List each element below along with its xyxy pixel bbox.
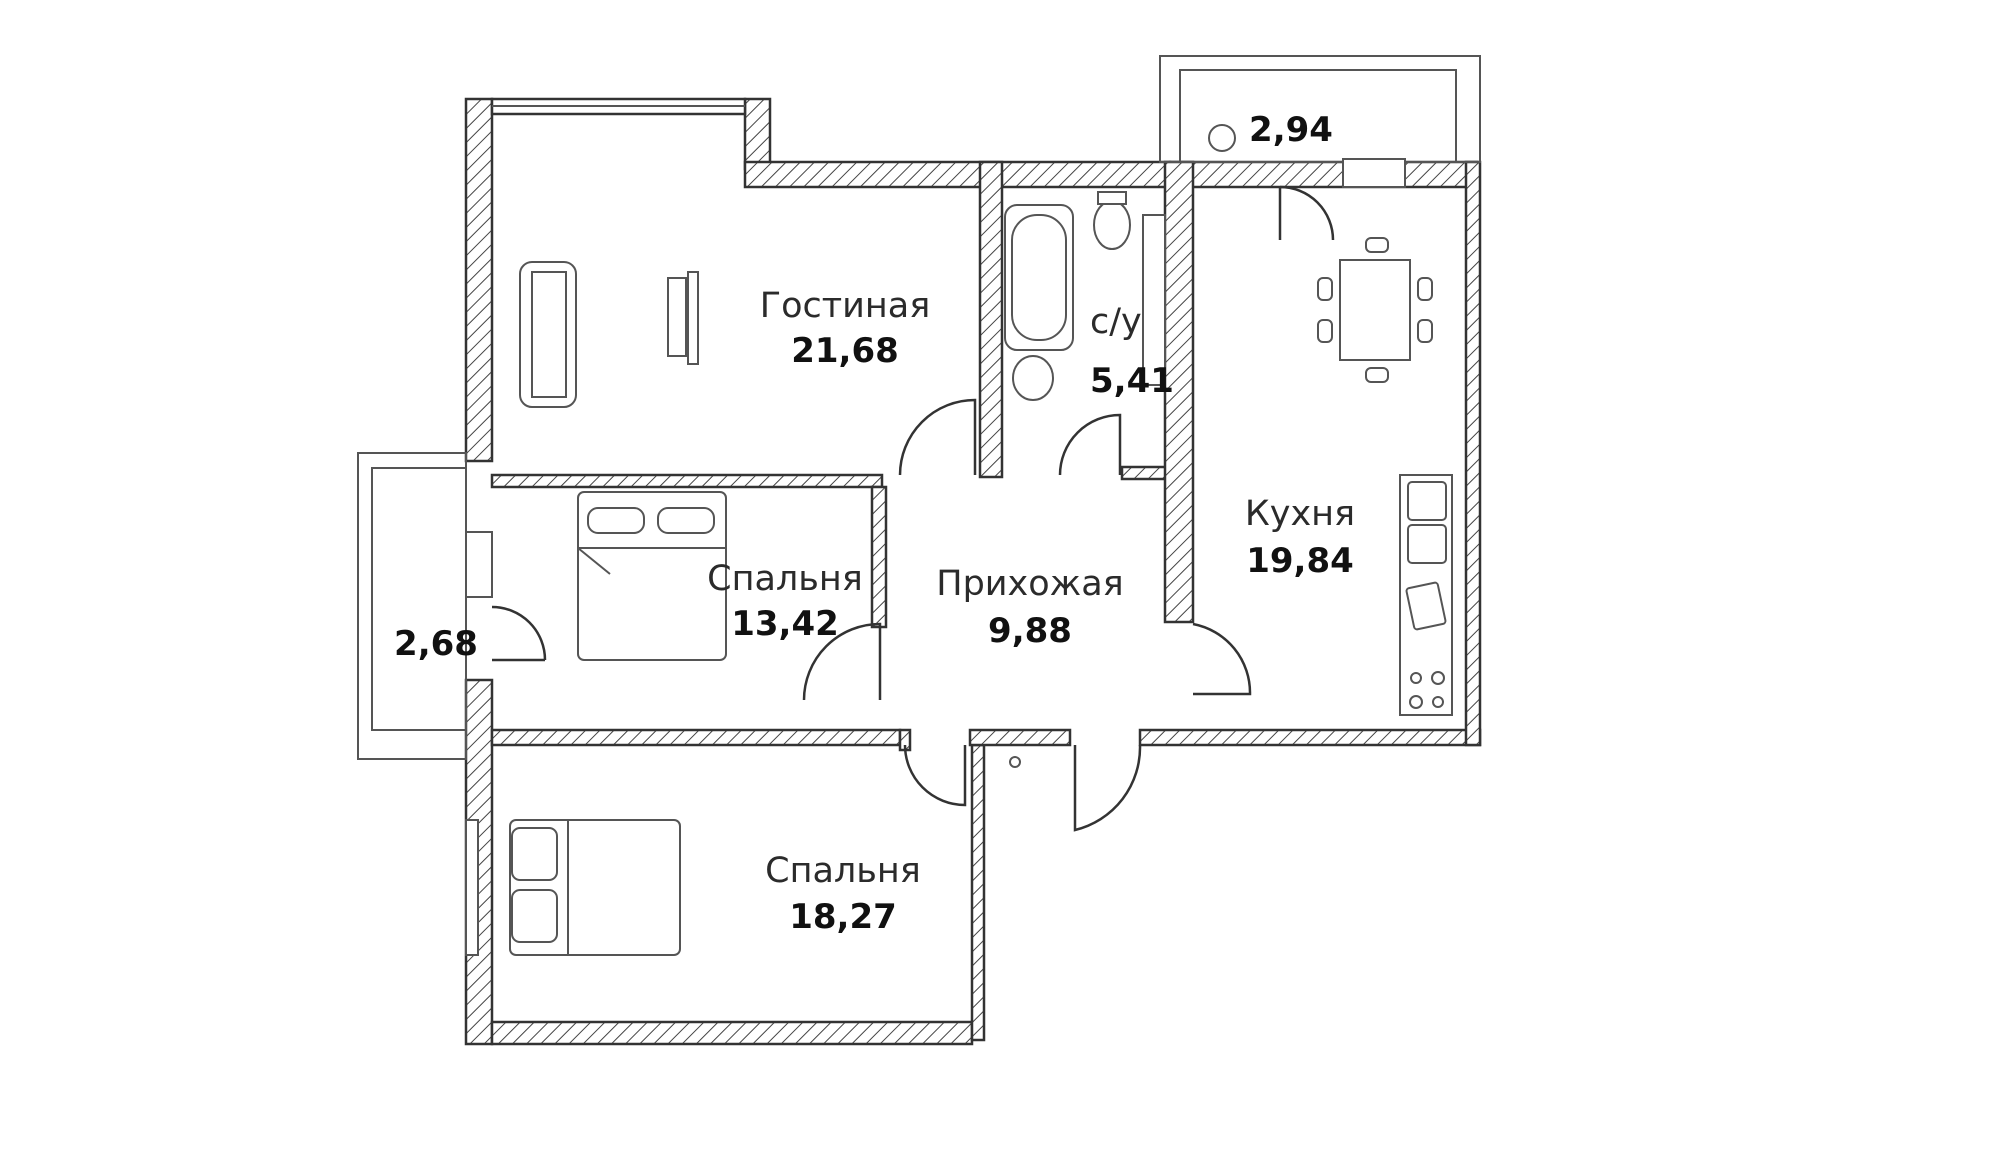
balcony-left	[357, 452, 547, 760]
wall-left-upper	[464, 97, 494, 463]
room-labels: Гостиная 21,68 с/у 5,41 Кухня 19,84 Спал…	[394, 110, 1355, 937]
living-door-icon	[898, 398, 977, 476]
balcony-column-icon	[1208, 124, 1236, 152]
window-living	[490, 97, 747, 116]
wall-bath-bottom	[1120, 465, 1169, 481]
bedroom2-door-icon	[903, 744, 967, 807]
wall-top-right	[1168, 160, 1479, 189]
bedroom2-window-icon	[465, 819, 479, 956]
kitchen-sink-icon	[1407, 481, 1447, 521]
toilet-icon	[1093, 200, 1131, 250]
wall-bedroom-bedroom	[490, 728, 902, 747]
kitchen-furniture	[1317, 237, 1453, 716]
bathroom-fixtures	[1004, 191, 1166, 401]
balcony-window-icon	[1342, 158, 1406, 188]
room-area-balcony-top: 2,94	[1249, 110, 1333, 150]
bath-cabinet-icon	[1142, 214, 1166, 386]
room-name-living: Гостиная	[760, 286, 931, 326]
wall-bedroom-hall	[870, 485, 888, 629]
balcony-left-door-icon	[491, 605, 547, 662]
wall-right	[1464, 160, 1482, 747]
room-name-bedroom2: Спальня	[765, 851, 921, 891]
room-area-bath: 5,41	[1090, 361, 1174, 401]
room-name-hall: Прихожая	[936, 564, 1123, 604]
wall-hall-bottom-right	[1138, 728, 1482, 747]
room-name-bedroom1: Спальня	[707, 559, 863, 599]
living-furniture	[519, 261, 699, 408]
bedroom1-door-icon	[802, 622, 882, 701]
room-name-kitchen: Кухня	[1245, 494, 1355, 534]
room-area-bedroom2: 18,27	[789, 897, 897, 937]
bed-bedroom1	[577, 491, 727, 661]
kitchen-door-icon	[1192, 622, 1252, 696]
wall-bath-left	[978, 160, 1004, 479]
balcony-left-window-icon	[465, 531, 493, 598]
doors	[802, 398, 1252, 832]
cutting-board-icon	[1405, 581, 1447, 631]
room-area-bedroom1: 13,42	[731, 604, 839, 644]
outer-walls	[464, 97, 1482, 1046]
wall-living-top-right-stub	[743, 97, 772, 171]
room-area-hall: 9,88	[988, 611, 1072, 651]
wall-hall-bottom	[968, 728, 1072, 747]
bed-bedroom2	[509, 819, 681, 956]
room-area-kitchen: 19,84	[1246, 541, 1354, 581]
room-area-balcony-left: 2,68	[394, 624, 478, 664]
room-name-bath: с/у	[1090, 302, 1142, 342]
dining-table-icon	[1339, 259, 1411, 361]
wall-kitchen-left	[1163, 160, 1195, 624]
wall-top	[743, 160, 1172, 189]
entrance-door-icon	[1073, 744, 1142, 832]
tv-stand-icon	[667, 277, 687, 357]
stove-burner-icon	[1410, 672, 1422, 684]
wall-living-bedroom	[490, 473, 884, 489]
room-area-living: 21,68	[791, 331, 899, 371]
wall-bedroom2-right	[970, 743, 986, 1042]
wall-bottom	[490, 1020, 974, 1046]
bath-door-icon	[1058, 413, 1122, 476]
balcony-door-icon	[1278, 185, 1335, 241]
sink-icon	[1012, 355, 1054, 401]
balcony-top	[1159, 55, 1481, 241]
